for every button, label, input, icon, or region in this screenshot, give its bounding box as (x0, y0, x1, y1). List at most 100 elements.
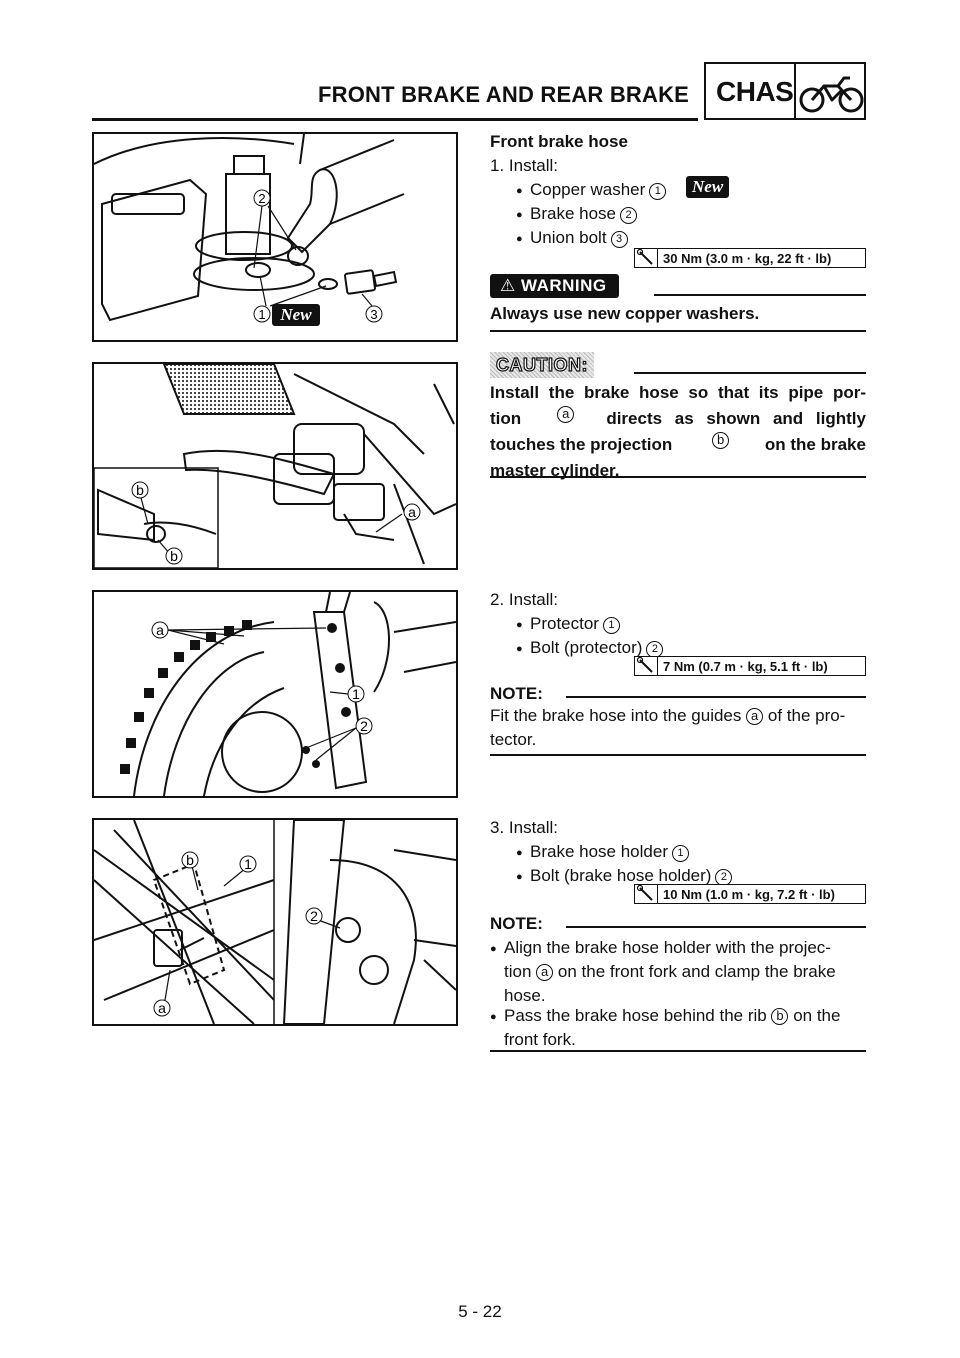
note-end-rule (490, 1050, 866, 1052)
note-text: Fit the brake hose into the guides a of … (490, 704, 870, 752)
callout-b: b (186, 852, 194, 868)
caution-word: on the brake (764, 435, 866, 454)
ref-letter: a (746, 708, 764, 725)
note-line: Pass the brake hose behind the rib b on … (504, 1004, 870, 1028)
ref-number: 1 (671, 845, 689, 862)
list-item-text: Brake hose holder (530, 842, 668, 861)
ref-letter: b (712, 432, 730, 449)
list-item-text: Protector (530, 614, 599, 633)
caution-line: tion a directs as shown and lightly (490, 406, 866, 432)
page-title: FRONT BRAKE AND REAR BRAKE (318, 82, 690, 107)
list-item-text: Union bolt (530, 228, 607, 247)
section-code: CHAS (716, 76, 794, 107)
ref-letter: a (557, 406, 575, 423)
callout-2: 2 (258, 191, 265, 206)
caution-end-rule (490, 476, 866, 478)
note-line: Fit the brake hose into the guides a of … (490, 704, 870, 728)
ref-letter: a (536, 964, 554, 981)
caution-text: Install the brake hose so that its pipe … (490, 380, 866, 484)
callout-1: 1 (352, 686, 360, 702)
note-label: NOTE: (490, 684, 543, 703)
torque-spec: 30 Nm (3.0 m · kg, 22 ft · lb) (634, 248, 866, 268)
list-item-text: Copper washer (530, 180, 646, 199)
motorcycle-icon (799, 76, 864, 113)
warning-icon: ⚠ (500, 276, 516, 295)
warning-label: ⚠ WARNING (490, 274, 619, 298)
note-label: NOTE: (490, 914, 543, 933)
list-item-text: Bolt (protector) (530, 638, 643, 657)
callout-a: a (158, 1000, 166, 1016)
note-text-b: of the pro- (767, 706, 846, 725)
wrench-icon (636, 885, 658, 903)
note-bullet-1: Align the brake hose holder with the pro… (504, 936, 870, 1008)
step-1-label: 1. Install: (490, 156, 559, 175)
note-word: tion (504, 962, 532, 981)
figure-brake-master-cylinder: b b a (92, 362, 458, 570)
note-line: tion a on the front fork and clamp the b… (504, 960, 870, 984)
callout-1: 1 (258, 307, 265, 322)
torque-value: 7 Nm (0.7 m · kg, 5.1 ft · lb) (663, 659, 828, 674)
ref-number: 1 (649, 183, 667, 200)
ref-number: 3 (610, 231, 628, 248)
note-line: tector. (490, 730, 537, 749)
front-brake-hose-illustration: 2 1 3 New (94, 134, 405, 326)
callout-2: 2 (360, 718, 368, 734)
list-item-text: Brake hose (530, 204, 616, 223)
section-badge: CHAS (704, 62, 866, 120)
callout-1: 1 (244, 856, 252, 872)
list-item: Bolt (protector)2 (516, 636, 664, 661)
figure-brake-hose-holder: b 1 2 a (92, 818, 458, 1026)
callout-3: 3 (370, 307, 377, 322)
warning-text: Always use new copper washers. (490, 304, 760, 323)
torque-spec: 7 Nm (0.7 m · kg, 5.1 ft · lb) (634, 656, 866, 676)
note-text-a: Fit the brake hose into the guides (490, 706, 742, 725)
callout-b-bottom: b (170, 548, 178, 564)
page-number: 5 - 22 (458, 1302, 502, 1321)
header-rule (92, 118, 698, 121)
ref-number: 1 (602, 617, 620, 634)
torque-value: 10 Nm (1.0 m · kg, 7.2 ft · lb) (663, 887, 835, 902)
list-item: Bolt (brake hose holder)2 (516, 864, 733, 889)
callout-b-top: b (136, 482, 144, 498)
callout-2: 2 (310, 908, 318, 924)
caution-rule (634, 372, 866, 374)
caution-word: touches the projection (490, 435, 673, 454)
callout-a: a (156, 622, 164, 638)
note-word: on the (793, 1006, 841, 1025)
note-word: Pass the brake hose behind the rib (504, 1006, 767, 1025)
note-end-rule (490, 754, 866, 756)
warning-rule (654, 294, 866, 296)
note-rule (566, 696, 866, 698)
ref-letter: b (771, 1008, 789, 1025)
torque-value: 30 Nm (3.0 m · kg, 22 ft · lb) (663, 251, 832, 266)
new-badge: New (686, 176, 730, 198)
step-2-label: 2. Install: (490, 590, 559, 609)
note-bullet-2: Pass the brake hose behind the rib b on … (504, 1004, 870, 1052)
warning-label-text: WARNING (520, 276, 607, 295)
note-line: front fork. (504, 1030, 576, 1049)
section-badge-divider (794, 64, 796, 118)
figure-front-brake-hose: 2 1 3 New (92, 132, 458, 342)
ref-number: 2 (620, 207, 637, 224)
caution-word: tion (490, 409, 522, 428)
callout-a: a (408, 504, 416, 520)
wrench-icon (636, 657, 658, 675)
caution-word: directs as shown and lightly (606, 409, 866, 428)
caution-line: touches the projection b on the brake (490, 432, 866, 458)
note-rule (566, 926, 866, 928)
figure-protector: a 1 2 (92, 590, 458, 798)
torque-spec: 10 Nm (1.0 m · kg, 7.2 ft · lb) (634, 884, 866, 904)
list-item-text: Bolt (brake hose holder) (530, 866, 712, 885)
wrench-icon (636, 249, 658, 267)
master-cylinder-illustration: b b a (94, 364, 456, 568)
step-3-label: 3. Install: (490, 818, 559, 837)
section-heading: Front brake hose (490, 132, 628, 151)
note-line: hose. (504, 986, 546, 1005)
brake-hose-holder-illustration: b 1 2 a (94, 820, 456, 1024)
caution-label: CAUTION: (490, 352, 594, 378)
protector-illustration: a 1 2 (120, 592, 456, 796)
